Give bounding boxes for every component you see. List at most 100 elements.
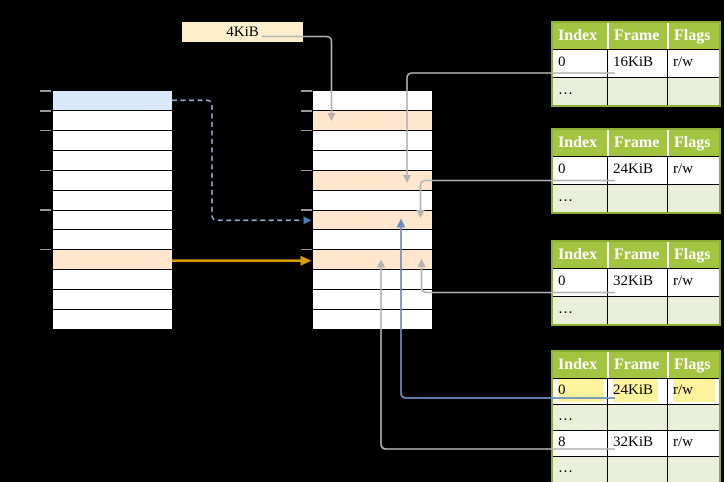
- table-cell: r/w: [667, 431, 719, 456]
- table-cell: 0: [553, 379, 607, 404]
- physical-memory-column: [313, 91, 432, 330]
- table-cell: …: [558, 301, 573, 317]
- address-tick: [39, 129, 51, 132]
- memory-row-white: [313, 310, 432, 330]
- memory-row-orange: [313, 210, 432, 231]
- address-tick: [301, 169, 312, 172]
- table-row: …: [553, 456, 719, 482]
- memory-row-white: [313, 130, 432, 151]
- arrow-virtual-orange-page: [172, 255, 312, 266]
- address-tick: [39, 110, 51, 112]
- memory-row-white: [53, 130, 172, 151]
- column-header-index: Index: [558, 134, 598, 151]
- table-cell: [607, 457, 667, 482]
- column-header-flags: Flags: [667, 242, 719, 268]
- page-size-box: 4KiB: [182, 22, 303, 42]
- table-cell: [667, 405, 719, 430]
- address-tick: [39, 248, 51, 251]
- column-header-frame: Frame: [607, 23, 667, 49]
- table-cell: 8: [558, 434, 566, 450]
- memory-row-white: [53, 150, 172, 171]
- table-cell: 24KiB: [607, 157, 667, 184]
- table-cell: …: [558, 408, 573, 424]
- column-header-index: Index: [558, 27, 598, 44]
- table-cell: …: [558, 460, 573, 476]
- column-header-flags: Flags: [667, 23, 719, 49]
- column-header-frame: Frame: [607, 242, 667, 268]
- memory-row-blue: [53, 91, 172, 111]
- table-cell: 16KiB: [607, 50, 667, 77]
- table-cell: r/w: [667, 157, 719, 184]
- table-cell: 0: [558, 54, 566, 70]
- address-tick: [301, 248, 312, 251]
- column-header-index: Index: [558, 356, 598, 373]
- highlighted-value: 24KiB: [613, 379, 658, 402]
- highlighted-value: r/w: [673, 379, 715, 402]
- memory-row-white: [53, 110, 172, 131]
- table-row: …: [553, 184, 719, 212]
- table-cell: 0: [558, 273, 566, 289]
- address-tick: [301, 90, 312, 92]
- column-header-frame: Frame: [607, 352, 667, 378]
- table-cell: 32KiB: [607, 431, 667, 456]
- memory-row-white: [313, 91, 432, 111]
- column-header-index: Index: [558, 246, 598, 263]
- table-cell: …: [558, 189, 573, 205]
- table-cell: [667, 185, 719, 212]
- memory-row-orange: [53, 250, 172, 271]
- table-cell: …: [558, 82, 573, 98]
- memory-row-white: [313, 150, 432, 171]
- memory-row-white: [313, 230, 432, 251]
- table-cell: 0: [558, 161, 566, 177]
- address-tick: [301, 209, 312, 211]
- table-cell: [607, 185, 667, 212]
- table-cell: 32KiB: [607, 269, 667, 296]
- memory-row-white: [53, 170, 172, 191]
- page-size-label: 4KiB: [226, 23, 259, 40]
- table-cell: [607, 78, 667, 105]
- column-header-flags: Flags: [667, 352, 719, 378]
- address-tick: [39, 90, 51, 92]
- highlighted-value: 0: [558, 379, 604, 402]
- table-cell: [667, 457, 719, 482]
- memory-row-white: [53, 190, 172, 211]
- memory-row-white: [313, 290, 432, 311]
- memory-row-orange: [313, 250, 432, 271]
- table-cell: [607, 405, 667, 430]
- memory-row-orange: [313, 110, 432, 131]
- table-cell: [667, 78, 719, 105]
- table-cell: r/w: [667, 269, 719, 296]
- table-cell: r/w: [667, 50, 719, 77]
- memory-row-white: [53, 210, 172, 231]
- table-cell: 24KiB: [607, 379, 667, 404]
- address-tick: [301, 129, 312, 132]
- column-header-frame: Frame: [607, 130, 667, 156]
- arrow-virtual-blue-page-dashed: [172, 99, 312, 225]
- address-tick: [301, 110, 312, 112]
- table-row: …: [553, 296, 719, 324]
- memory-row-white: [313, 270, 432, 291]
- address-tick: [39, 169, 51, 172]
- memory-row-white: [53, 230, 172, 251]
- memory-row-white: [53, 310, 172, 330]
- memory-row-white: [53, 290, 172, 311]
- memory-row-white: [313, 190, 432, 211]
- table-row: …: [553, 404, 719, 430]
- table-cell: [667, 297, 719, 324]
- address-tick: [39, 209, 51, 211]
- table-row: 0 24KiB r/w: [553, 378, 719, 404]
- table-cell: r/w: [667, 379, 719, 404]
